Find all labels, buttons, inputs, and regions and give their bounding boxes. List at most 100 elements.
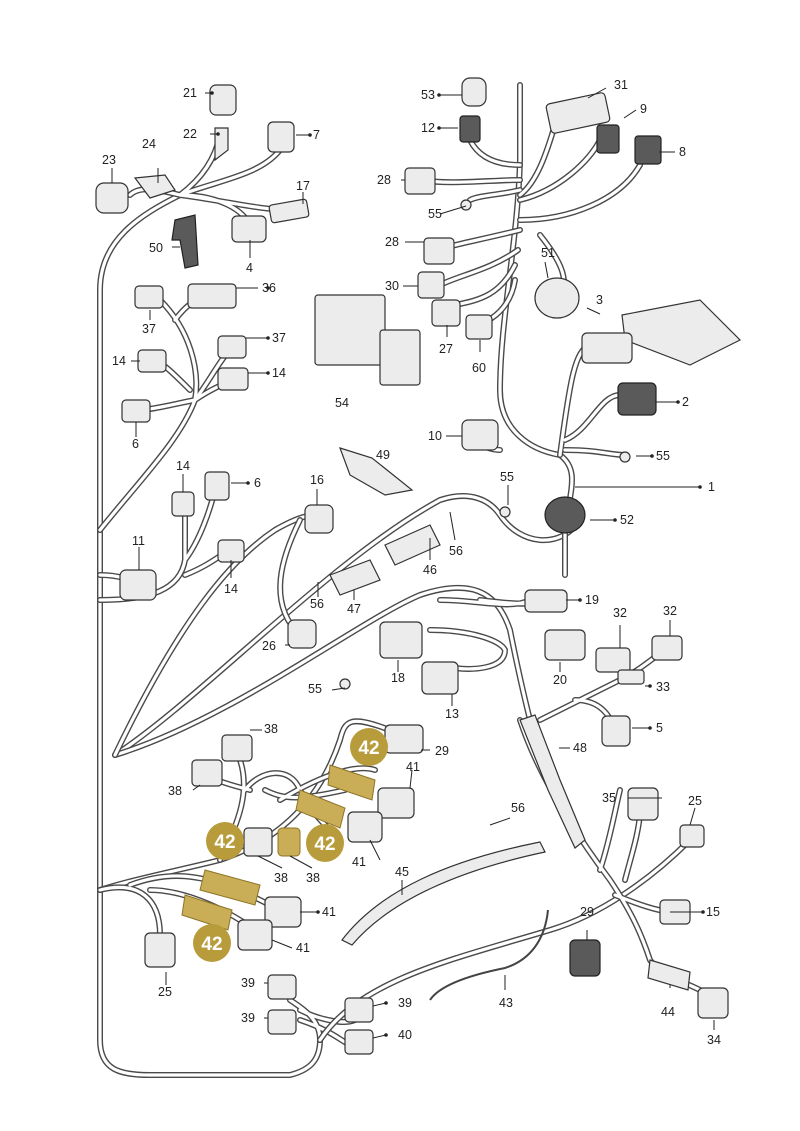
label-55c: 55 <box>500 470 514 484</box>
part-43-line <box>429 909 549 1001</box>
part-24-sleeve <box>133 174 176 199</box>
label-29a: 29 <box>435 744 449 758</box>
part-42-bellows-d <box>181 894 233 931</box>
part-14b-connector <box>217 367 249 391</box>
part-41d-connector <box>237 919 273 951</box>
part-44-bellows <box>647 959 691 991</box>
part-32b-connector <box>651 635 683 661</box>
part-14c-connector <box>171 491 195 517</box>
part-9-connector <box>596 124 620 154</box>
part-52-grommet <box>544 496 586 534</box>
part-37-connector <box>134 285 164 309</box>
part-3-connector <box>581 332 633 364</box>
label-24: 24 <box>142 137 156 151</box>
label-38d: 38 <box>306 871 320 885</box>
part-47-clip <box>329 559 381 596</box>
label-41d: 41 <box>296 941 310 955</box>
label-1: 1 <box>708 480 715 494</box>
label-6a: 6 <box>132 437 139 451</box>
label-19: 19 <box>585 593 599 607</box>
label-41a: 41 <box>406 760 420 774</box>
part-42-bellows-a <box>327 764 376 801</box>
part-39a-connector <box>267 974 297 1000</box>
part-55-eyelet-right <box>619 451 631 463</box>
label-44: 44 <box>661 1005 675 1019</box>
badge-42-top: 42 <box>350 728 388 766</box>
highlight-badges: 42 42 42 42 <box>193 728 388 962</box>
label-14d: 14 <box>224 582 238 596</box>
part-41b-connector <box>347 811 383 843</box>
part-29a-connector <box>384 724 424 754</box>
label-32b: 32 <box>663 604 677 618</box>
label-43: 43 <box>499 996 513 1010</box>
part-38c-connector <box>243 827 273 857</box>
part-14d-connector <box>217 539 245 563</box>
label-23: 23 <box>102 153 116 167</box>
label-55a: 55 <box>428 207 442 221</box>
part-35-connector <box>627 787 659 821</box>
label-14c: 14 <box>176 459 190 473</box>
part-53-sensor <box>461 77 487 107</box>
leader-lines <box>111 87 715 1039</box>
label-35: 35 <box>602 791 616 805</box>
label-45: 45 <box>395 865 409 879</box>
part-27-connector <box>431 299 461 327</box>
part-31-connector <box>545 92 611 134</box>
callout-labels: 21 22 7 24 23 17 50 4 36 37 37 14 14 6 1… <box>102 78 721 1047</box>
part-21-valve <box>209 84 237 116</box>
part-16-connector <box>304 504 334 534</box>
part-42-bellows-c <box>199 869 261 906</box>
label-11: 11 <box>132 534 145 548</box>
part-5-connector <box>601 715 631 747</box>
label-38a: 38 <box>264 722 278 736</box>
label-8: 8 <box>679 145 686 159</box>
label-25a: 25 <box>158 985 172 999</box>
label-52: 52 <box>620 513 634 527</box>
part-19-connector <box>524 589 568 613</box>
label-39c: 39 <box>241 1011 255 1025</box>
part-30-connector <box>417 271 445 299</box>
part-6a-connector <box>121 399 151 423</box>
part-8-connector <box>634 135 662 165</box>
label-5: 5 <box>656 721 663 735</box>
part-29b-connector <box>569 939 601 977</box>
part-37b-connector <box>217 335 247 359</box>
label-53: 53 <box>421 88 435 102</box>
label-25b: 25 <box>688 794 702 808</box>
label-56c: 56 <box>511 801 525 815</box>
part-60-connector <box>465 314 493 340</box>
label-21: 21 <box>183 86 197 100</box>
part-28a-connector <box>404 167 436 195</box>
part-38b-connector <box>191 759 223 787</box>
part-45-rail <box>341 841 546 946</box>
label-39b: 39 <box>398 996 412 1010</box>
part-23-connector <box>95 182 129 214</box>
label-40: 40 <box>398 1028 412 1042</box>
label-18: 18 <box>391 671 405 685</box>
part-54-relay-block <box>314 294 386 366</box>
svg-text:42: 42 <box>214 832 235 853</box>
part-38a-connector <box>221 734 253 762</box>
part-33-sleeve <box>617 669 645 685</box>
label-16: 16 <box>310 473 324 487</box>
part-25b-connector <box>679 824 705 848</box>
part-26-connector <box>287 619 317 649</box>
label-3: 3 <box>596 293 603 307</box>
label-56a: 56 <box>310 597 324 611</box>
label-48: 48 <box>573 741 587 755</box>
label-30: 30 <box>385 279 399 293</box>
part-39c-connector <box>344 997 374 1023</box>
label-31: 31 <box>614 78 628 92</box>
part-12-connector <box>459 115 481 143</box>
part-25a-connector <box>144 932 176 968</box>
badge-42-left: 42 <box>206 822 244 860</box>
part-18-connector <box>379 621 423 659</box>
label-46: 46 <box>423 563 437 577</box>
part-17-strip <box>268 198 310 224</box>
svg-text:42: 42 <box>201 934 222 955</box>
label-4: 4 <box>246 261 253 275</box>
label-47: 47 <box>347 602 361 616</box>
label-33: 33 <box>656 680 670 694</box>
part-55-eyelet <box>339 678 351 690</box>
label-28a: 28 <box>377 173 391 187</box>
